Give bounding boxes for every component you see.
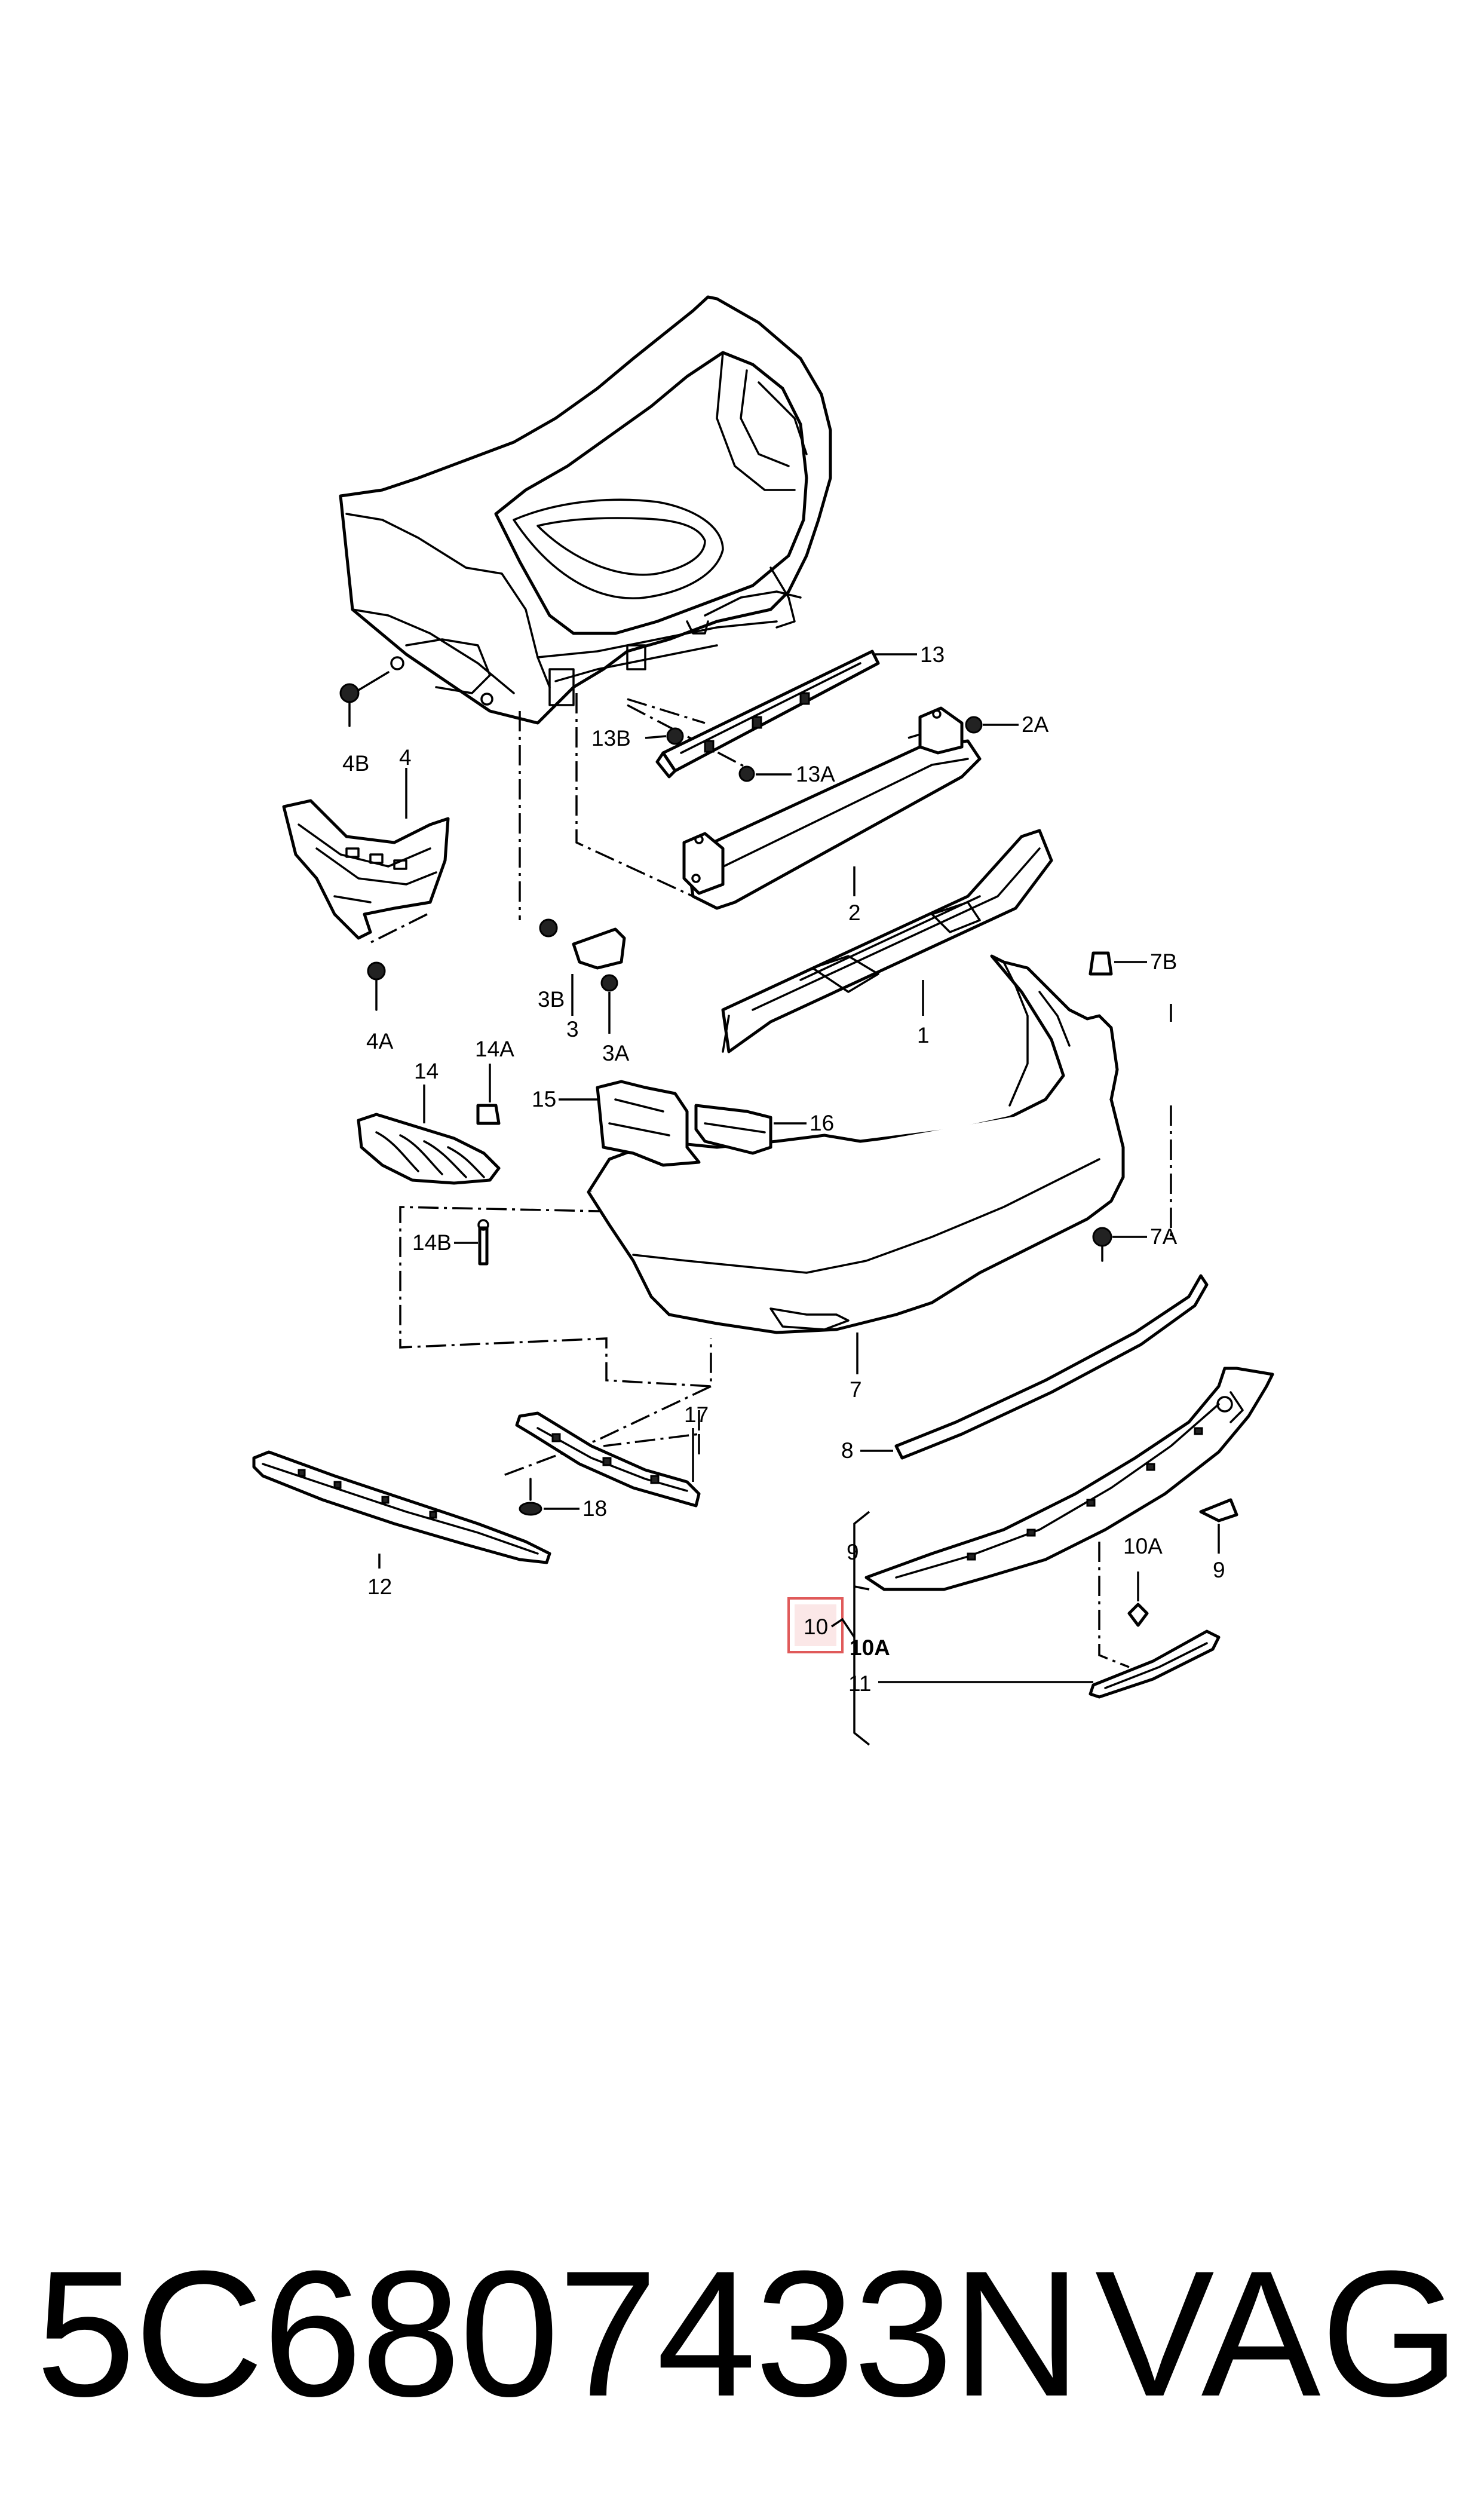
- car-body-rear: [339, 295, 832, 725]
- label-16: 16: [810, 1111, 834, 1135]
- part-9-lower-diffuser: [864, 1367, 1274, 1591]
- leader-4B-line: [357, 671, 390, 691]
- part-15-reflector-bracket: [596, 1080, 701, 1167]
- brand-name: VAG: [1094, 2233, 1460, 2434]
- leader-10: [831, 1618, 856, 1638]
- label-11: 11: [848, 1671, 871, 1696]
- label-10[interactable]: 10: [804, 1615, 828, 1639]
- label-12: 12: [367, 1574, 392, 1599]
- screw-13B: [666, 727, 684, 745]
- part-4-side-bracket: [282, 799, 450, 940]
- label-13: 13: [920, 642, 945, 667]
- label-4: 4: [399, 745, 412, 770]
- label-9b: 9: [1213, 1558, 1225, 1582]
- label-15: 15: [532, 1087, 556, 1111]
- label-3: 3: [566, 1017, 579, 1041]
- label-17: 17: [684, 1402, 709, 1427]
- label-2: 2: [848, 900, 861, 925]
- part-1-energy-absorber: [721, 829, 1053, 1053]
- leader-9a: [854, 1585, 870, 1591]
- part-11-lower-bracket: [1089, 1629, 1221, 1699]
- label-10A: 10A: [850, 1635, 890, 1660]
- clip-7B: [1089, 951, 1113, 976]
- rivet-14B: [477, 1219, 489, 1266]
- label-7: 7: [850, 1377, 862, 1402]
- clip-9-right: [1199, 1498, 1238, 1523]
- label-3B: 3B: [538, 987, 565, 1012]
- part-7-bumper-cover: [587, 954, 1125, 1334]
- screw-13A: [738, 765, 755, 782]
- part-12-trim-strip: [252, 1450, 551, 1564]
- clip-14A: [476, 1104, 501, 1125]
- screw-18: [519, 1478, 542, 1516]
- part-13-upper-guide: [655, 650, 880, 779]
- label-10A-top: 10A: [1123, 1534, 1163, 1558]
- part-8-trim-strip: [894, 1274, 1209, 1460]
- label-4A: 4A: [366, 1029, 394, 1053]
- part-2-reinforcement-bar: [682, 706, 982, 910]
- part-3-guide-bracket: [539, 918, 626, 992]
- screw-4A: [367, 961, 386, 1011]
- label-9a: 9: [847, 1540, 859, 1564]
- part-number: 5C6807433N: [36, 2233, 1081, 2434]
- label-13A: 13A: [796, 762, 835, 786]
- part-17-guide-profile: [515, 1411, 701, 1508]
- label-7A: 7A: [1150, 1224, 1178, 1249]
- label-2A: 2A: [1022, 712, 1049, 737]
- label-18: 18: [582, 1496, 607, 1521]
- label-8: 8: [841, 1438, 854, 1463]
- label-14: 14: [414, 1059, 439, 1083]
- callout-bracket-group: [853, 1511, 870, 1746]
- screw-4B: [339, 683, 360, 727]
- clip-7A: [1092, 1227, 1112, 1262]
- highlighted-part-10-box[interactable]: [787, 1597, 844, 1653]
- label-13B: 13B: [591, 726, 631, 751]
- label-4B: 4B: [342, 751, 369, 776]
- label-3A: 3A: [602, 1041, 630, 1065]
- part-14-grille-insert: [357, 1113, 501, 1185]
- label-14A: 14A: [475, 1037, 514, 1061]
- label-7B: 7B: [1150, 949, 1177, 974]
- leader-13B: [645, 735, 667, 739]
- label-14B: 14B: [412, 1230, 452, 1255]
- label-1: 1: [917, 1023, 930, 1047]
- part-16-reflector-bracket: [694, 1104, 772, 1155]
- clip-10A: [1127, 1603, 1149, 1627]
- screw-2A: [965, 716, 983, 734]
